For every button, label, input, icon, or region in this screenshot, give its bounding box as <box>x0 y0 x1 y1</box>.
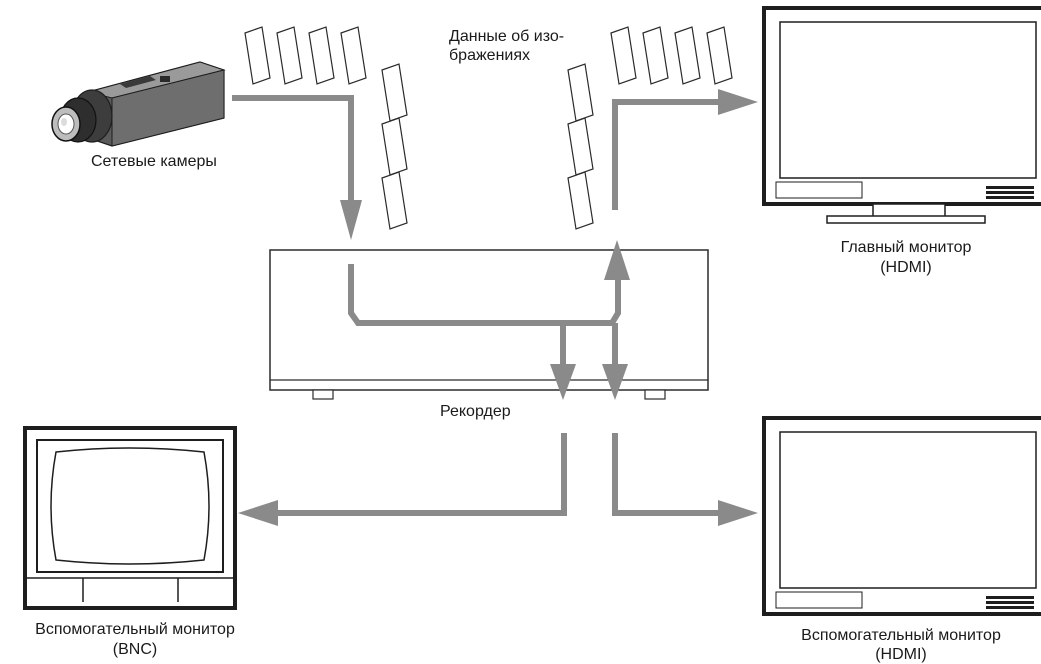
image-data-frame-icon <box>674 26 701 85</box>
image-data-frame-icon <box>381 117 408 176</box>
to-main-monitor-path <box>612 99 718 210</box>
image-data-frame-icon <box>244 26 271 85</box>
image-data-label-line2: бражениях <box>449 47 530 64</box>
image-data-frame-icon <box>276 26 303 85</box>
image-data-frame-icon <box>381 63 408 122</box>
arrowhead-down-left-out <box>550 364 576 400</box>
speaker-grille <box>986 596 1034 609</box>
flow-arrows <box>232 95 718 516</box>
aux-hdmi-monitor-label-line2: (HDMI) <box>875 646 927 663</box>
image-data-frame-icon <box>381 171 408 230</box>
image-data-frame-icon <box>308 26 335 85</box>
arrowhead-down-right-out <box>602 364 628 400</box>
network-camera-icon <box>51 61 226 147</box>
main-monitor-label-line2: (HDMI) <box>880 259 932 276</box>
image-data-label-line1: Данные об изо- <box>449 28 565 45</box>
aux-bnc-monitor-label-line1: Вспомогательный монитор <box>35 621 235 638</box>
aux-hdmi-monitor-icon <box>762 416 1041 616</box>
speaker-grille <box>986 186 1034 199</box>
aux-bnc-monitor-label-line2: (BNC) <box>112 641 158 658</box>
image-data-frame-icon <box>642 26 669 85</box>
arrowhead-right-main <box>718 89 758 115</box>
image-data-frame-icon <box>567 171 594 230</box>
arrowhead-up-main <box>604 240 630 280</box>
recorder-label: Рекордер <box>440 403 511 420</box>
arrowhead-right-aux <box>718 500 758 526</box>
to-hdmi-aux-monitor-path <box>612 433 718 516</box>
image-data-frame-icon <box>567 63 594 122</box>
image-data-frames-camera <box>244 26 408 230</box>
image-data-frame-icon <box>340 26 367 85</box>
recorder-internal-path <box>348 264 621 326</box>
main-monitor-icon <box>762 6 1041 224</box>
image-data-frame-icon <box>567 117 594 176</box>
image-data-frames-output <box>567 26 733 230</box>
arrowhead-left-bnc <box>238 500 278 526</box>
image-data-frame-icon <box>706 26 733 85</box>
flow-arrowheads <box>238 89 758 526</box>
image-data-frame-icon <box>610 26 637 85</box>
aux-bnc-monitor-icon <box>23 426 237 610</box>
aux-hdmi-monitor-label-line1: Вспомогательный монитор <box>801 627 1001 644</box>
arrowhead-down-recorder <box>340 200 362 240</box>
camera-to-recorder-path <box>232 95 354 205</box>
main-monitor-label-line1: Главный монитор <box>840 239 972 256</box>
to-bnc-monitor-path <box>276 433 567 516</box>
cameras-label: Сетевые камеры <box>91 153 217 170</box>
